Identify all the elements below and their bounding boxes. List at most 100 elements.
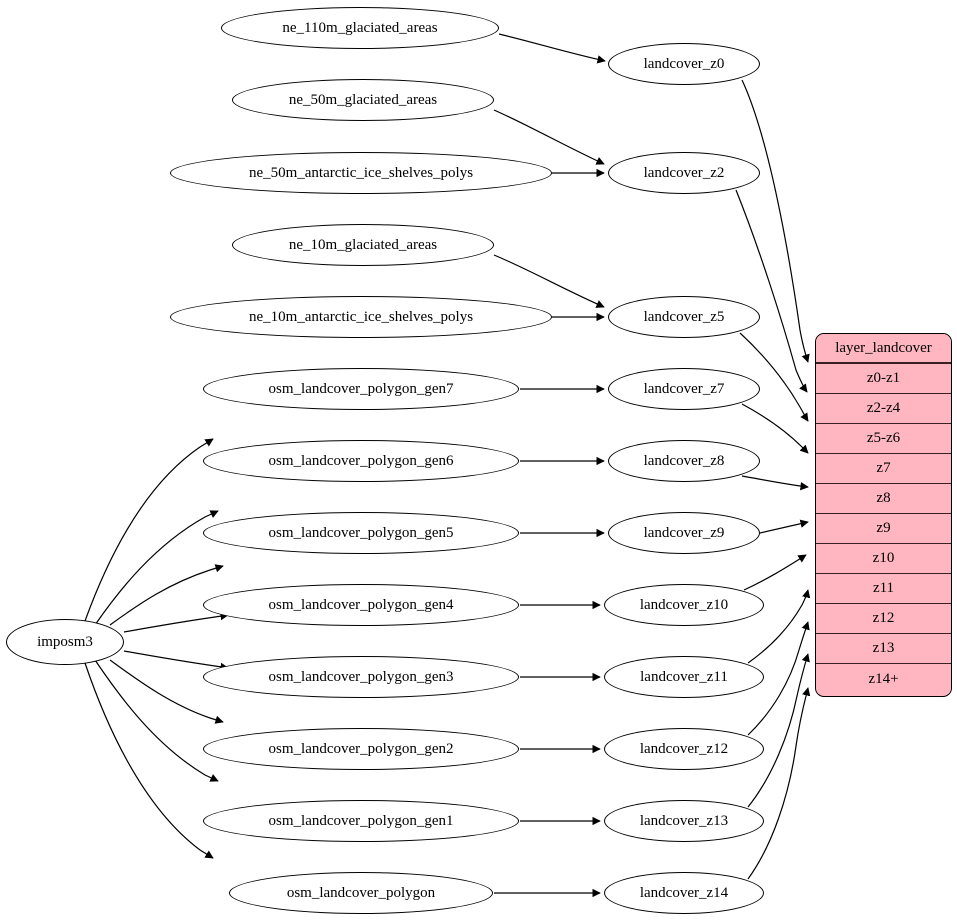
record-row-z12[interactable]: z12 [816,604,951,634]
node-imposm3[interactable]: imposm3 [6,619,124,665]
edge-imposm3-to-osm_landcover_polygon_gen5 [109,564,224,626]
edge-landcover_z2-to-layer_landcover_row_z2z4 [735,189,808,393]
node-label: osm_landcover_polygon_gen4 [268,596,454,613]
edge-imposm3-to-osm_landcover_polygon_gen2 [109,659,224,724]
record-row-label: z10 [872,550,895,566]
record-row-label: z0-z1 [866,370,901,386]
edge-landcover_z5-to-layer_landcover_row_z5z6 [739,332,809,422]
node-landcover_z0[interactable]: landcover_z0 [608,43,760,85]
node-label: landcover_z9 [643,524,725,541]
node-osm_landcover_polygon_gen5[interactable]: osm_landcover_polygon_gen5 [203,512,519,554]
node-label: landcover_z5 [643,308,725,325]
record-header-layer-landcover: layer_landcover [816,334,951,364]
node-label: landcover_z11 [640,668,728,685]
edge-imposm3-to-osm_landcover_polygon [84,662,214,859]
node-label: landcover_z7 [643,380,725,397]
record-row-label: z13 [872,640,895,656]
record-row-z13[interactable]: z13 [816,634,951,664]
node-landcover_z14[interactable]: landcover_z14 [604,872,764,914]
edge-ne_50m_glaciated_areas-to-landcover_z2 [493,109,605,165]
record-row-label: z12 [872,610,895,626]
node-ne_10m_glaciated_areas[interactable]: ne_10m_glaciated_areas [232,224,494,266]
record-row-label: z2-z4 [866,400,901,416]
record-row-z0-z1[interactable]: z0-z1 [816,364,951,394]
edge-landcover_z8-to-layer_landcover_row_z8 [741,475,809,491]
node-label: osm_landcover_polygon_gen5 [268,524,454,541]
edge-landcover_z7-to-layer_landcover_row_z7 [741,403,809,454]
node-ne_50m_glaciated_areas[interactable]: ne_50m_glaciated_areas [232,79,494,121]
record-row-label: z11 [872,580,895,596]
node-osm_landcover_polygon_gen6[interactable]: osm_landcover_polygon_gen6 [203,440,519,482]
node-landcover_z13[interactable]: landcover_z13 [604,800,764,842]
node-landcover_z11[interactable]: landcover_z11 [604,656,764,698]
record-row-label: z5-z6 [866,430,901,446]
record-row-z9[interactable]: z9 [816,514,951,544]
edge-imposm3-to-osm_landcover_polygon_gen1 [94,659,219,782]
node-label: landcover_z8 [643,452,725,469]
node-ne_10m_antarctic_ice_shelves_polys[interactable]: ne_10m_antarctic_ice_shelves_polys [170,296,552,338]
node-label: osm_landcover_polygon_gen1 [268,812,454,829]
record-row-label: z9 [876,520,891,536]
node-label: ne_10m_glaciated_areas [288,236,438,253]
record-row-label: z7 [876,460,891,476]
record-row-label: z14+ [868,670,899,687]
node-label: landcover_z2 [643,164,725,181]
record-row-z7[interactable]: z7 [816,454,951,484]
node-osm_landcover_polygon_gen3[interactable]: osm_landcover_polygon_gen3 [203,656,519,698]
record-row-z8[interactable]: z8 [816,484,951,514]
node-landcover_z2[interactable]: landcover_z2 [608,152,760,194]
node-landcover_z12[interactable]: landcover_z12 [604,728,764,770]
node-label: osm_landcover_polygon_gen6 [268,452,454,469]
node-label: landcover_z14 [639,884,729,901]
edge-landcover_z10-to-layer_landcover_row_z10 [743,554,807,591]
record-row-label: z8 [876,490,891,506]
edge-landcover_z12-to-layer_landcover_row_z12 [747,621,810,736]
node-ne_110m_glaciated_areas[interactable]: ne_110m_glaciated_areas [221,7,499,49]
record-rows: z0-z1 z2-z4 z5-z6 z7 z8 z9 z10 z11 z12 z13 z14+ [816,364,951,694]
node-label: ne_10m_antarctic_ice_shelves_polys [248,308,474,325]
edge-landcover_z13-to-layer_landcover_row_z13 [747,653,810,808]
node-label: ne_50m_glaciated_areas [288,91,438,108]
edge-landcover_z11-to-layer_landcover_row_z11 [747,589,811,664]
record-row-z10[interactable]: z10 [816,544,951,574]
node-landcover_z7[interactable]: landcover_z7 [608,368,760,410]
record-row-z2-z4[interactable]: z2-z4 [816,394,951,424]
edge-ne_10m_glaciated_areas-to-landcover_z5 [493,254,605,308]
edge-imposm3-to-osm_landcover_polygon_gen4 [123,611,229,633]
record-row-z5-z6[interactable]: z5-z6 [816,424,951,454]
node-osm_landcover_polygon_gen2[interactable]: osm_landcover_polygon_gen2 [203,728,519,770]
edge-landcover_z14-to-layer_landcover_row_z14 [747,687,811,880]
edge-imposm3-to-osm_landcover_polygon_gen3 [123,650,229,672]
node-osm_landcover_polygon_gen4[interactable]: osm_landcover_polygon_gen4 [203,584,519,626]
edge-landcover_z0-to-layer_landcover_row_z0z1 [741,79,810,363]
node-osm_landcover_polygon_gen7[interactable]: osm_landcover_polygon_gen7 [203,368,519,410]
record-node-layer-landcover[interactable]: layer_landcover z0-z1 z2-z4 z5-z6 z7 z8 z9 z10… [815,333,952,697]
node-label: imposm3 [37,633,93,650]
node-osm_landcover_polygon_gen1[interactable]: osm_landcover_polygon_gen1 [203,800,519,842]
node-label: osm_landcover_polygon_gen3 [268,668,454,685]
node-label: ne_110m_glaciated_areas [282,19,438,36]
edge-landcover_z9-to-layer_landcover_row_z9 [759,519,809,534]
node-label: osm_landcover_polygon_gen2 [268,740,454,757]
node-label: landcover_z12 [639,740,729,757]
node-landcover_z8[interactable]: landcover_z8 [608,440,760,482]
node-landcover_z10[interactable]: landcover_z10 [604,584,764,626]
edge-imposm3-to-osm_landcover_polygon_gen6 [94,510,219,626]
node-ne_50m_antarctic_ice_shelves_polys[interactable]: ne_50m_antarctic_ice_shelves_polys [170,152,552,194]
node-landcover_z5[interactable]: landcover_z5 [608,296,760,338]
record-row-z11[interactable]: z11 [816,574,951,604]
record-row-z14-[interactable]: z14+ [816,664,951,694]
node-label: landcover_z0 [643,55,725,72]
edge-group [84,33,811,898]
node-label: landcover_z10 [639,596,729,613]
edge-imposm3-to-osm_landcover_polygon_gen7 [84,438,214,622]
node-landcover_z9[interactable]: landcover_z9 [608,512,760,554]
node-label: ne_50m_antarctic_ice_shelves_polys [248,164,474,181]
node-osm_landcover_polygon[interactable]: osm_landcover_polygon [229,872,493,914]
edge-ne_110m_glaciated_areas-to-landcover_z0 [498,33,606,64]
node-label: osm_landcover_polygon_gen7 [268,380,454,397]
node-label: osm_landcover_polygon [286,884,436,901]
